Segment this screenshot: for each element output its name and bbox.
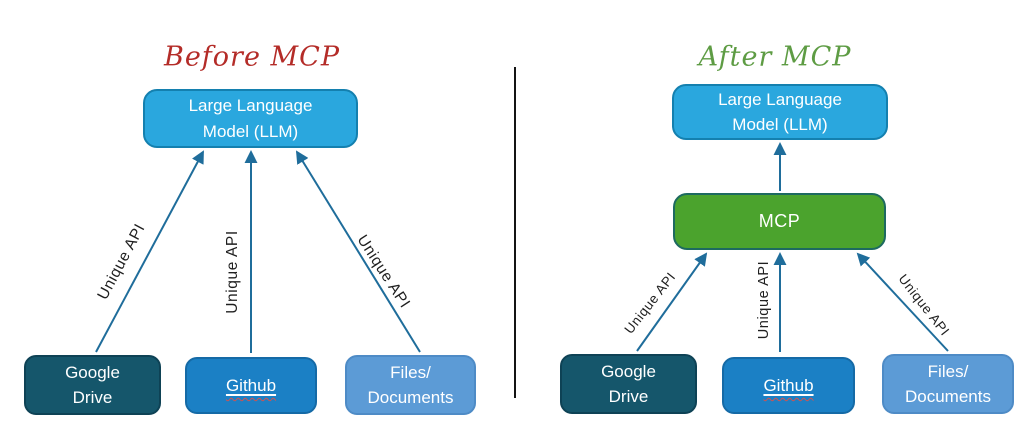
arrow-before-files-to-llm: [295, 150, 421, 353]
github-spellcheck-underline: Github: [226, 373, 276, 399]
before-github-label: Github: [225, 375, 277, 395]
before-files-documents-box: Files/ Documents: [345, 355, 476, 415]
after-google-drive-box: Google Drive: [560, 354, 697, 414]
after-mcp-box: MCP: [673, 193, 886, 250]
after-files-documents-box: Files/ Documents: [882, 354, 1014, 414]
after-llm-label: Large Language Model (LLM): [718, 89, 842, 135]
after-files-documents-label: Files/ Documents: [905, 361, 991, 407]
after-unique-api-label-github: Unique API: [756, 260, 772, 340]
before-google-drive-box: Google Drive: [24, 355, 161, 415]
arrow-after-files-to-mcp: [856, 252, 949, 352]
after-llm-box: Large Language Model (LLM): [672, 84, 888, 140]
after-github-label: Github: [763, 375, 814, 395]
after-github-box: Github: [722, 357, 855, 414]
arrow-before-google-to-llm: [95, 150, 204, 353]
before-github-box: Github: [185, 357, 317, 414]
after-mcp-title: After MCP: [698, 41, 852, 73]
before-google-drive-label: Google Drive: [65, 362, 120, 408]
before-llm-label: Large Language Model (LLM): [188, 96, 313, 141]
after-google-drive-label: Google Drive: [601, 361, 656, 407]
before-unique-api-label-github: Unique API: [224, 230, 241, 314]
github-spellcheck-underline: Github: [763, 373, 813, 399]
after-mcp-label: MCP: [758, 211, 801, 231]
before-files-documents-label: Files/ Documents: [367, 362, 454, 408]
arrow-after-google-to-mcp: [636, 252, 708, 352]
before-mcp-title: Before MCP: [163, 41, 341, 73]
before-llm-box: Large Language Model (LLM): [143, 89, 358, 148]
